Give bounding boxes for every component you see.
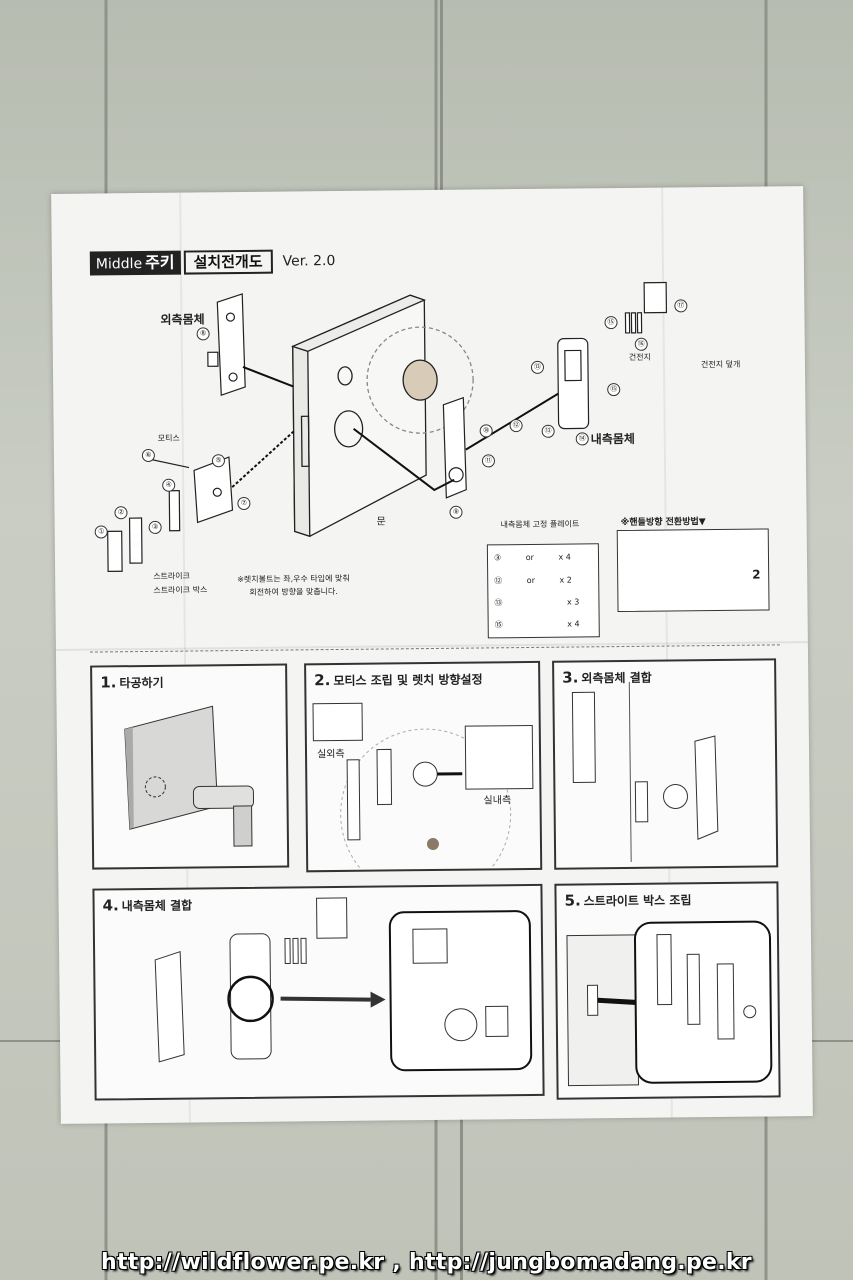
part-number-9: ⑨ [449, 505, 463, 519]
part-number-5: ⑤ [211, 454, 226, 468]
step-title: 5.스트라이트 박스 조립 [564, 890, 691, 909]
screw-qty: x 2 [559, 575, 572, 585]
inner-latch-inset [464, 724, 534, 790]
screw-row: ③ or x 4 [494, 553, 571, 563]
step-number: 2. [314, 671, 331, 690]
part-number-6: ⑥ [141, 448, 155, 463]
step-text: 타공하기 [119, 675, 164, 691]
outer-body-label: 외측몸체 [160, 312, 205, 327]
step-title: 4.내측몸체 결합 [102, 896, 193, 915]
part-number-4: ④ [162, 478, 176, 492]
part-number-14: ⑭ [575, 432, 589, 446]
step-5-panel: 5.스트라이트 박스 조립 [554, 881, 781, 1100]
part-number-15b: ⑮ [607, 383, 621, 397]
part-number-13b: ⑬ [541, 424, 555, 438]
part-number-12: ⑫ [509, 419, 523, 433]
outer-side-label: 실외측 [316, 748, 345, 761]
screw-qty: x 4 [558, 552, 571, 562]
screw-table: ③ or x 4 ⑫ or x 2 ⑬ x 3 ⑮ x 4 [486, 543, 600, 639]
part-number-7: ⑦ [237, 496, 251, 511]
step-text: 외측몸체 결합 [581, 670, 652, 686]
screw-qty: x 3 [566, 597, 580, 607]
step-title: 1.타공하기 [100, 673, 164, 692]
rotate-step-number: 2 [752, 567, 761, 582]
watermark: http://wildflower.pe.kr , http://jungbom… [101, 1250, 752, 1275]
door-label: 문 [376, 516, 386, 528]
step-number: 1. [100, 673, 117, 692]
inner-body-assembly-illustration [154, 897, 533, 1072]
step-text: 모티스 조립 및 렛치 방향설정 [333, 672, 483, 689]
inner-body-illustration [557, 281, 668, 430]
strike-box-label: 스트라이크 박스 [153, 585, 208, 595]
step-4-panel: 4.내측몸체 결합 [92, 883, 545, 1101]
step-number: 3. [562, 668, 579, 687]
door-illustration [290, 294, 474, 538]
step-number: 4. [102, 896, 119, 915]
floor-seam [440, 0, 443, 200]
screw-num: ⑬ [494, 598, 503, 608]
inner-plate-illustration [442, 396, 467, 499]
latch-note-line2: 회전하여 방향을 맞춥니다. [249, 586, 338, 597]
handle-switch-title: ※핸들방향 전환방법▼ [620, 517, 706, 529]
outer-body-illustration [207, 293, 246, 397]
screw-num: ③ [493, 553, 502, 563]
screw-or: or [525, 552, 534, 563]
strike-box-assembly-illustration [566, 920, 773, 1087]
step-text: 스트라이트 박스 조립 [583, 893, 692, 909]
part-number-13a: ⑬ [530, 360, 545, 374]
part-number-17: ⑰ [674, 299, 688, 313]
battery-cover-label: 건전지 덮개 [700, 359, 741, 370]
step-3-panel: 3.외측몸체 결합 [552, 658, 779, 870]
part-number-2: ② [114, 506, 128, 520]
mortise-label: 모티스 [157, 433, 180, 443]
inner-body-label: 내측몸체 [590, 431, 635, 447]
screw-num: ⑫ [494, 576, 503, 586]
part-number-10: ⑩ [479, 424, 493, 438]
inner-plate-label: 내측몸체 고정 플레이트 [500, 519, 580, 530]
screw-num: ⑮ [494, 620, 503, 630]
drilling-illustration [124, 705, 255, 847]
screw-row: ⑫ or x 2 [494, 575, 572, 587]
mortise-assembly-illustration [340, 728, 512, 900]
outer-body-assembly-illustration [571, 681, 719, 862]
inner-side-label: 실내측 [483, 795, 512, 807]
screw-row: ⑬ x 3 [494, 596, 579, 608]
part-number-16: ⑯ [634, 337, 648, 351]
step-1-panel: 1.타공하기 [90, 663, 290, 870]
step-title: 2.모티스 조립 및 렛치 방향설정 [314, 669, 483, 689]
floor-seam [460, 1115, 463, 1280]
part-number-11: ⑪ [481, 454, 496, 468]
part-number-15a: ⑮ [604, 316, 618, 330]
part-number-3: ③ [148, 520, 162, 534]
handle-switch-box: 2 [616, 528, 770, 613]
screw-qty: x 4 [567, 619, 580, 629]
step-title: 3.외측몸체 결합 [562, 668, 652, 687]
step-number: 5. [564, 891, 581, 910]
outer-latch-inset [312, 702, 363, 742]
strike-label: 스트라이크 [153, 571, 191, 581]
part-number-1: ① [94, 525, 108, 539]
step-2-panel: 2.모티스 조립 및 렛치 방향설정 실외측 실내측 [304, 660, 543, 900]
battery-label: 건전지 [628, 352, 652, 362]
latch-note-line1: ※렛치볼트는 좌,우수 타입에 맞춰 [237, 573, 350, 585]
screw-or: or [526, 575, 536, 586]
step-text: 내측몸체 결합 [121, 898, 193, 914]
screw-row: ⑮ x 4 [495, 618, 580, 630]
part-number-8: ⑧ [196, 327, 210, 341]
